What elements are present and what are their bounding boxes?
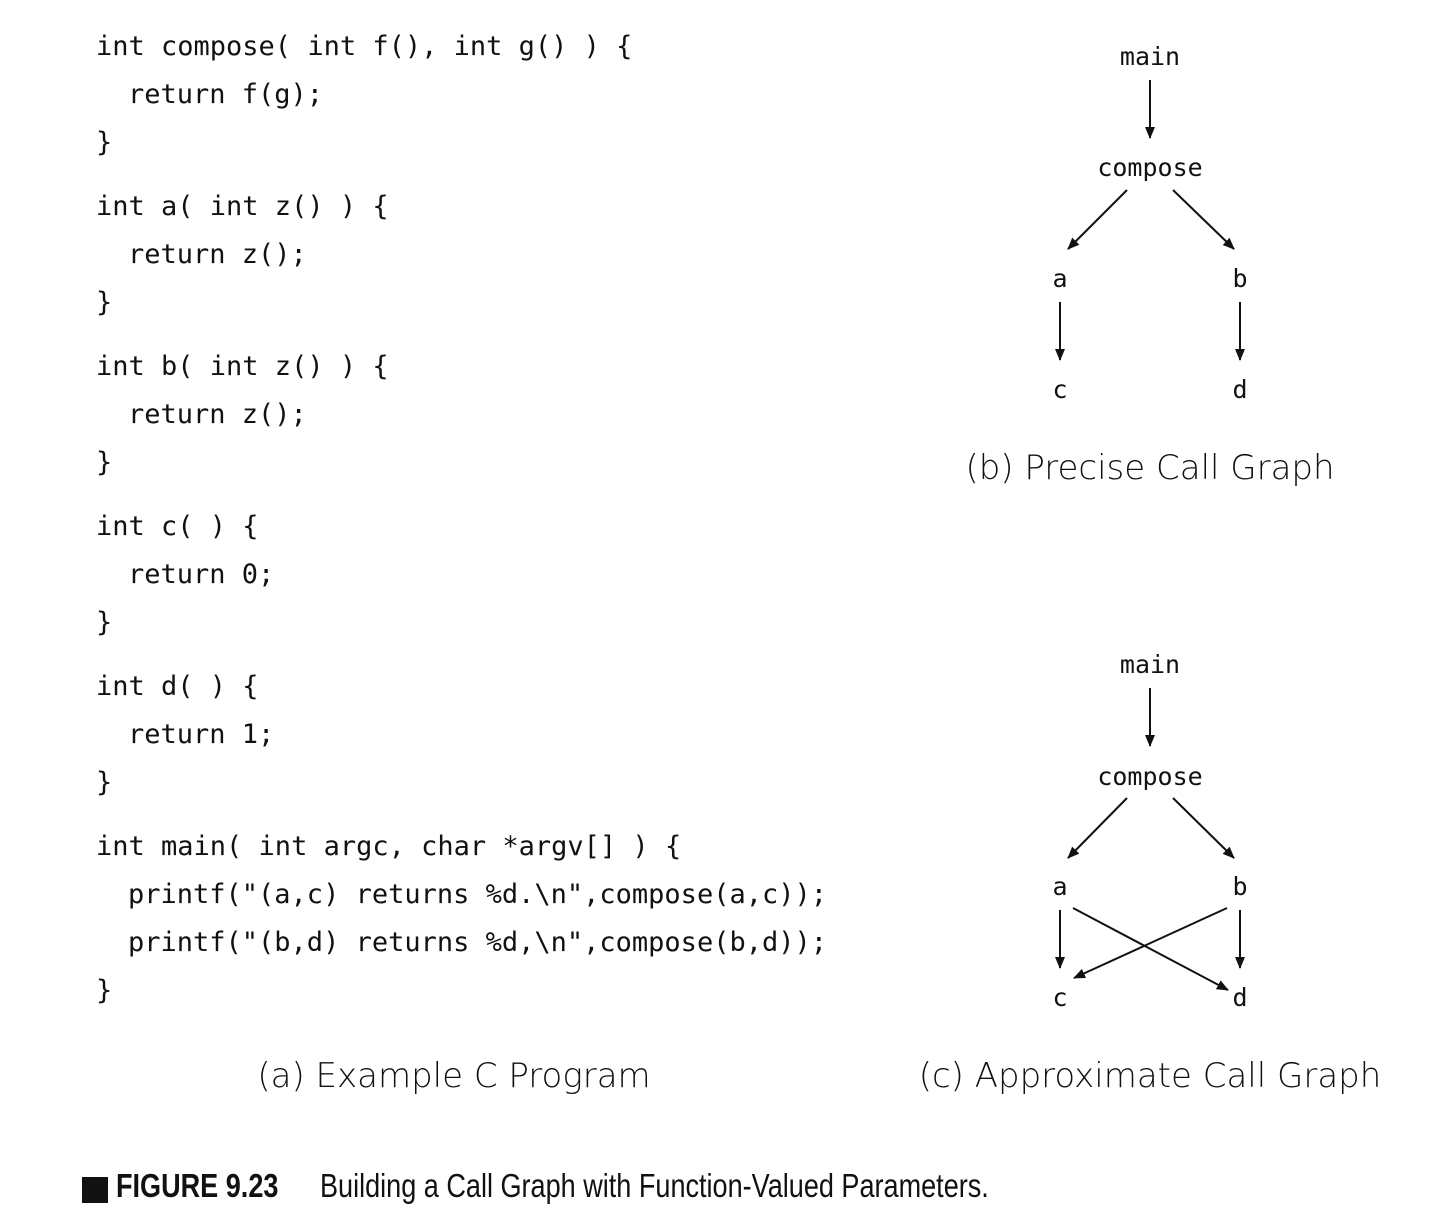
code-line: } — [96, 607, 113, 638]
edge-compose-a — [1067, 797, 1128, 859]
code-line: return z(); — [128, 239, 307, 270]
code-line: int b( int z() ) { — [96, 351, 389, 382]
code-line: return 1; — [128, 719, 275, 750]
program-caption: (a) Example C Program — [257, 1056, 651, 1096]
code-line: } — [96, 447, 113, 478]
code-line: return f(g); — [128, 79, 324, 110]
precise-graph-caption: (b) Precise Call Graph — [965, 448, 1335, 488]
node-a: a — [1052, 872, 1067, 901]
node-main: main — [1120, 650, 1180, 679]
node-d: d — [1232, 375, 1247, 404]
code-line: int compose( int f(), int g() ) { — [96, 31, 633, 62]
code-line: int main( int argc, char *argv[] ) { — [96, 831, 682, 862]
node-c: c — [1052, 375, 1067, 404]
square-bullet-icon — [82, 1176, 108, 1203]
node-compose: compose — [1097, 153, 1202, 182]
code-line: printf("(a,c) returns %d.\n",compose(a,c… — [128, 879, 827, 910]
code-line: } — [96, 127, 113, 158]
node-b: b — [1232, 872, 1247, 901]
code-line: } — [96, 975, 113, 1006]
edge-compose-b — [1172, 189, 1235, 250]
approximate-graph-caption: (c) Approximate Call Graph — [918, 1056, 1382, 1096]
figure-title: Building a Call Graph with Function-Valu… — [320, 1167, 989, 1204]
code-line: } — [96, 287, 113, 318]
precise-call-graph: main compose a b c d — [1052, 42, 1247, 404]
code-line: int d( ) { — [96, 671, 259, 702]
code-line: int c( ) { — [96, 511, 259, 542]
node-b: b — [1232, 264, 1247, 293]
node-c: c — [1052, 983, 1067, 1012]
edge-compose-b — [1172, 797, 1235, 859]
code-line: return 0; — [128, 559, 275, 590]
edge-a-d — [1072, 907, 1229, 991]
approximate-call-graph: main compose a b c d — [1052, 650, 1247, 1012]
edge-compose-a — [1067, 189, 1128, 250]
code-line: int a( int z() ) { — [96, 191, 389, 222]
edge-b-c — [1073, 907, 1228, 979]
node-a: a — [1052, 264, 1067, 293]
code-line: printf("(b,d) returns %d,\n",compose(b,d… — [128, 927, 827, 958]
node-compose: compose — [1097, 762, 1202, 791]
node-main: main — [1120, 42, 1180, 71]
code-line: return z(); — [128, 399, 307, 430]
code-line: } — [96, 767, 113, 798]
figure-caption: FIGURE 9.23 Building a Call Graph with Fu… — [82, 1160, 1136, 1212]
node-d: d — [1232, 983, 1247, 1012]
figure-label: FIGURE 9.23 — [116, 1167, 279, 1204]
